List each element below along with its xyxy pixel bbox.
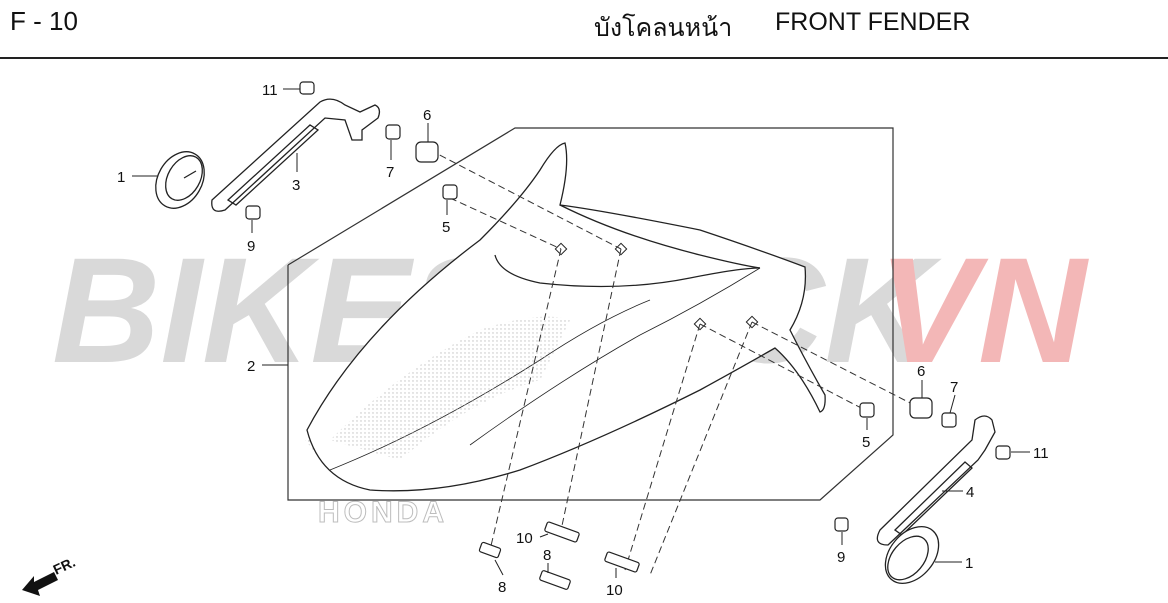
cap-icon xyxy=(155,151,205,209)
collar-icon xyxy=(385,124,401,140)
stay-bracket-icon xyxy=(211,98,381,212)
assembly-boundary xyxy=(287,127,894,501)
callout-4: 4 xyxy=(966,484,974,501)
callout-10-mid: 10 xyxy=(516,530,533,547)
callout-11-top: 11 xyxy=(262,82,278,99)
callout-5-top: 5 xyxy=(442,219,450,236)
assembly-lines xyxy=(429,149,921,576)
header-rule xyxy=(0,57,1168,59)
callout-6-top: 6 xyxy=(423,107,431,124)
page-title-en: FRONT FENDER xyxy=(775,8,971,36)
bolt-icon xyxy=(478,541,502,559)
watermark-accent: VN xyxy=(878,226,1089,394)
nut-icon xyxy=(299,81,315,95)
callout-5-bottom: 5 xyxy=(862,434,870,451)
collar-icon xyxy=(442,184,458,200)
stay-bracket-icon xyxy=(876,415,996,546)
front-direction-label: FR. xyxy=(51,554,78,578)
front-direction-arrow-icon xyxy=(22,572,58,596)
collar-icon xyxy=(941,412,957,428)
bolt-icon xyxy=(604,551,640,573)
collar-icon xyxy=(859,402,875,418)
callout-8-left: 8 xyxy=(498,579,506,596)
bolt-icon xyxy=(539,570,571,590)
cap-icon xyxy=(884,526,940,584)
nut-icon xyxy=(245,205,261,220)
callout-2: 2 xyxy=(247,358,255,375)
nut-icon xyxy=(995,445,1011,460)
callout-8-mid: 8 xyxy=(543,547,551,564)
callout-7-top: 7 xyxy=(386,164,394,181)
callout-9-top: 9 xyxy=(247,238,255,255)
callout-1-left: 1 xyxy=(117,169,125,186)
bolt-icon xyxy=(544,521,580,543)
rubber-grommet-icon xyxy=(415,141,439,163)
fender-logo-pattern xyxy=(330,316,570,460)
page-title-thai: บังโคลนหน้า xyxy=(594,14,733,42)
rubber-grommet-icon xyxy=(909,397,933,419)
nut-icon xyxy=(834,517,849,532)
callout-6-bottom: 6 xyxy=(917,363,925,380)
page-code: F - 10 xyxy=(10,6,78,36)
callout-leaders xyxy=(132,88,1030,578)
callout-3: 3 xyxy=(292,177,300,194)
callout-11-bottom: 11 xyxy=(1033,445,1049,462)
callout-9-bottom: 9 xyxy=(837,549,845,566)
callout-1-right: 1 xyxy=(965,555,973,572)
callout-10-bottom: 10 xyxy=(606,582,623,599)
callout-7-bottom: 7 xyxy=(950,379,958,396)
honda-logo-text: HONDA xyxy=(318,496,448,529)
